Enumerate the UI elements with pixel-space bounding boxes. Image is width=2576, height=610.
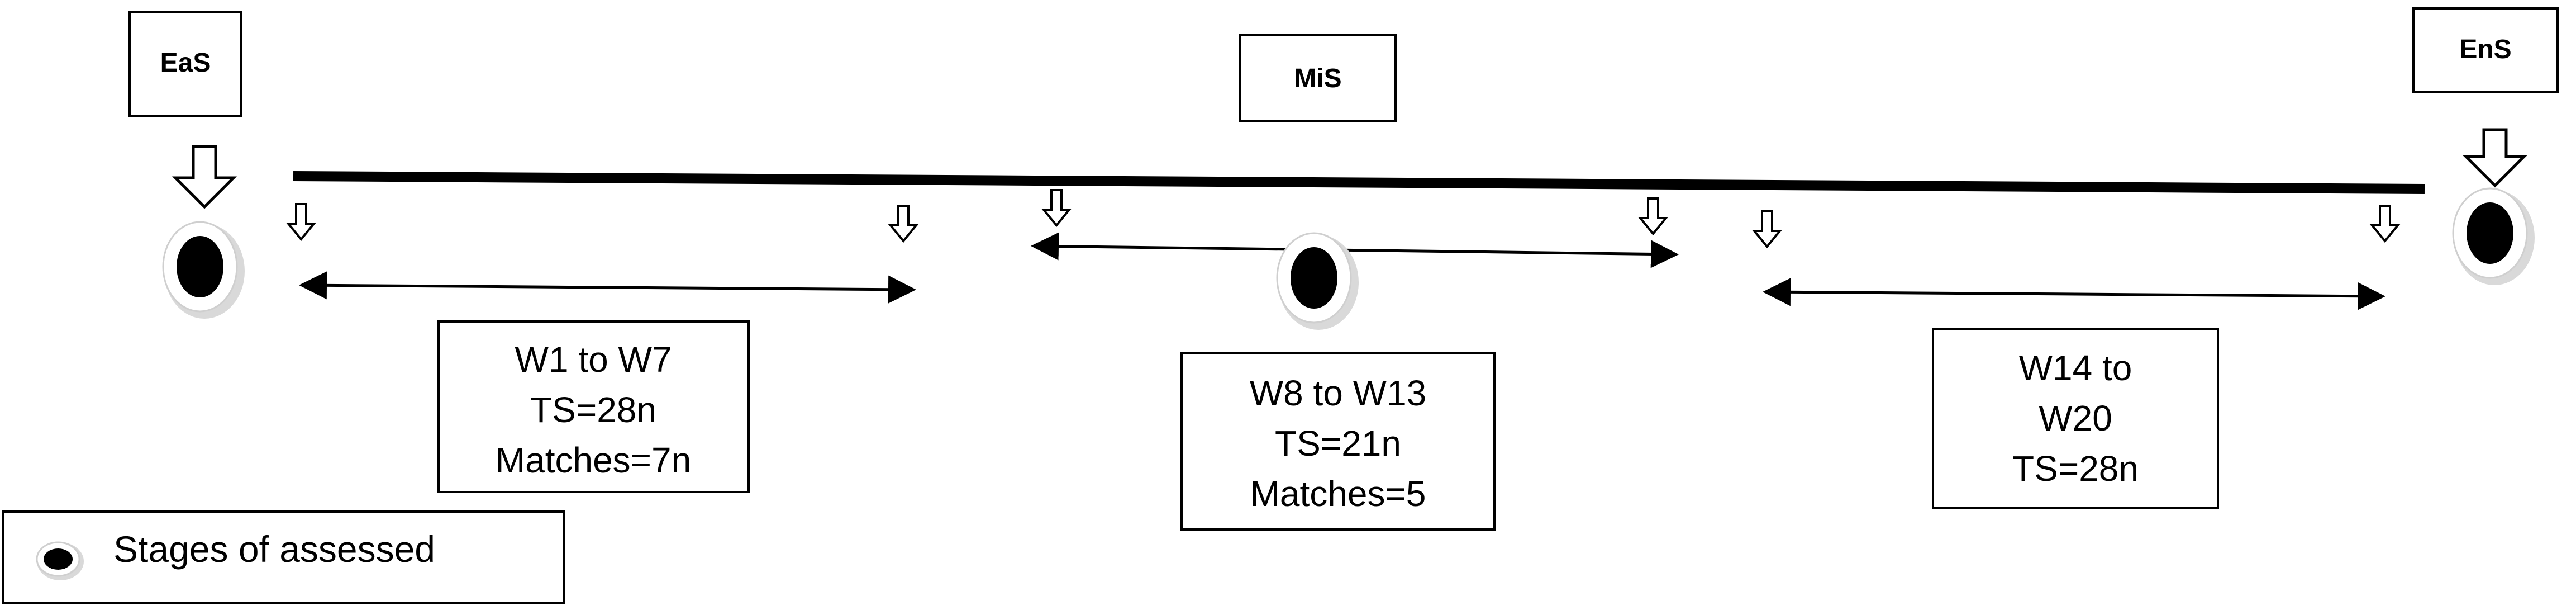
- period-third-line-3: TS=28n: [2012, 448, 2139, 489]
- period-box-second: W8 to W13 TS=21n Matches=5: [1180, 352, 1496, 531]
- down-arrow-icon: [1041, 189, 1072, 228]
- down-arrow-icon: [172, 145, 237, 209]
- down-arrow-icon: [1751, 210, 1783, 249]
- stage-dot-early: [162, 221, 245, 319]
- legend: Stages of assessed: [2, 510, 565, 604]
- period-third-line-1: W14 to: [2019, 348, 2132, 388]
- down-arrow-icon: [285, 203, 317, 242]
- period-second-line-2: TS=21n: [1275, 423, 1401, 464]
- period-box-third: W14 to W20 TS=28n: [1932, 328, 2219, 509]
- period-third-line-2: W20: [2039, 398, 2112, 438]
- down-arrow-icon: [1637, 197, 1669, 236]
- period-arrow-second: [1031, 232, 1679, 268]
- period-second-line-3: Matches=5: [1250, 474, 1426, 514]
- period-first-line-1: W1 to W7: [515, 339, 672, 380]
- period-second-line-1: W8 to W13: [1250, 373, 1427, 413]
- stage-label-end: EnS: [2459, 35, 2511, 64]
- period-arrow-third: [1763, 278, 2385, 310]
- stage-label-mid: MiS: [1294, 64, 1341, 93]
- down-arrow-icon: [888, 205, 919, 243]
- stage-dot-mid: [1276, 232, 1359, 330]
- stage-label-early: EaS: [160, 48, 211, 78]
- down-arrow-icon: [2462, 128, 2528, 188]
- legend-dot-icon: [36, 541, 84, 580]
- stage-dot-end: [2452, 187, 2535, 285]
- stage-box-end: EnS: [2412, 7, 2559, 93]
- down-arrow-icon: [2369, 205, 2401, 243]
- period-arrow-first: [299, 271, 916, 304]
- period-first-line-2: TS=28n: [530, 390, 656, 430]
- period-box-first: W1 to W7 TS=28n Matches=7n: [437, 320, 750, 493]
- legend-label: Stages of assessed: [113, 528, 435, 570]
- period-first-line-3: Matches=7n: [496, 440, 691, 480]
- timeline-line: [293, 171, 2425, 194]
- stage-box-early: EaS: [128, 11, 242, 117]
- stage-box-mid: MiS: [1239, 34, 1397, 122]
